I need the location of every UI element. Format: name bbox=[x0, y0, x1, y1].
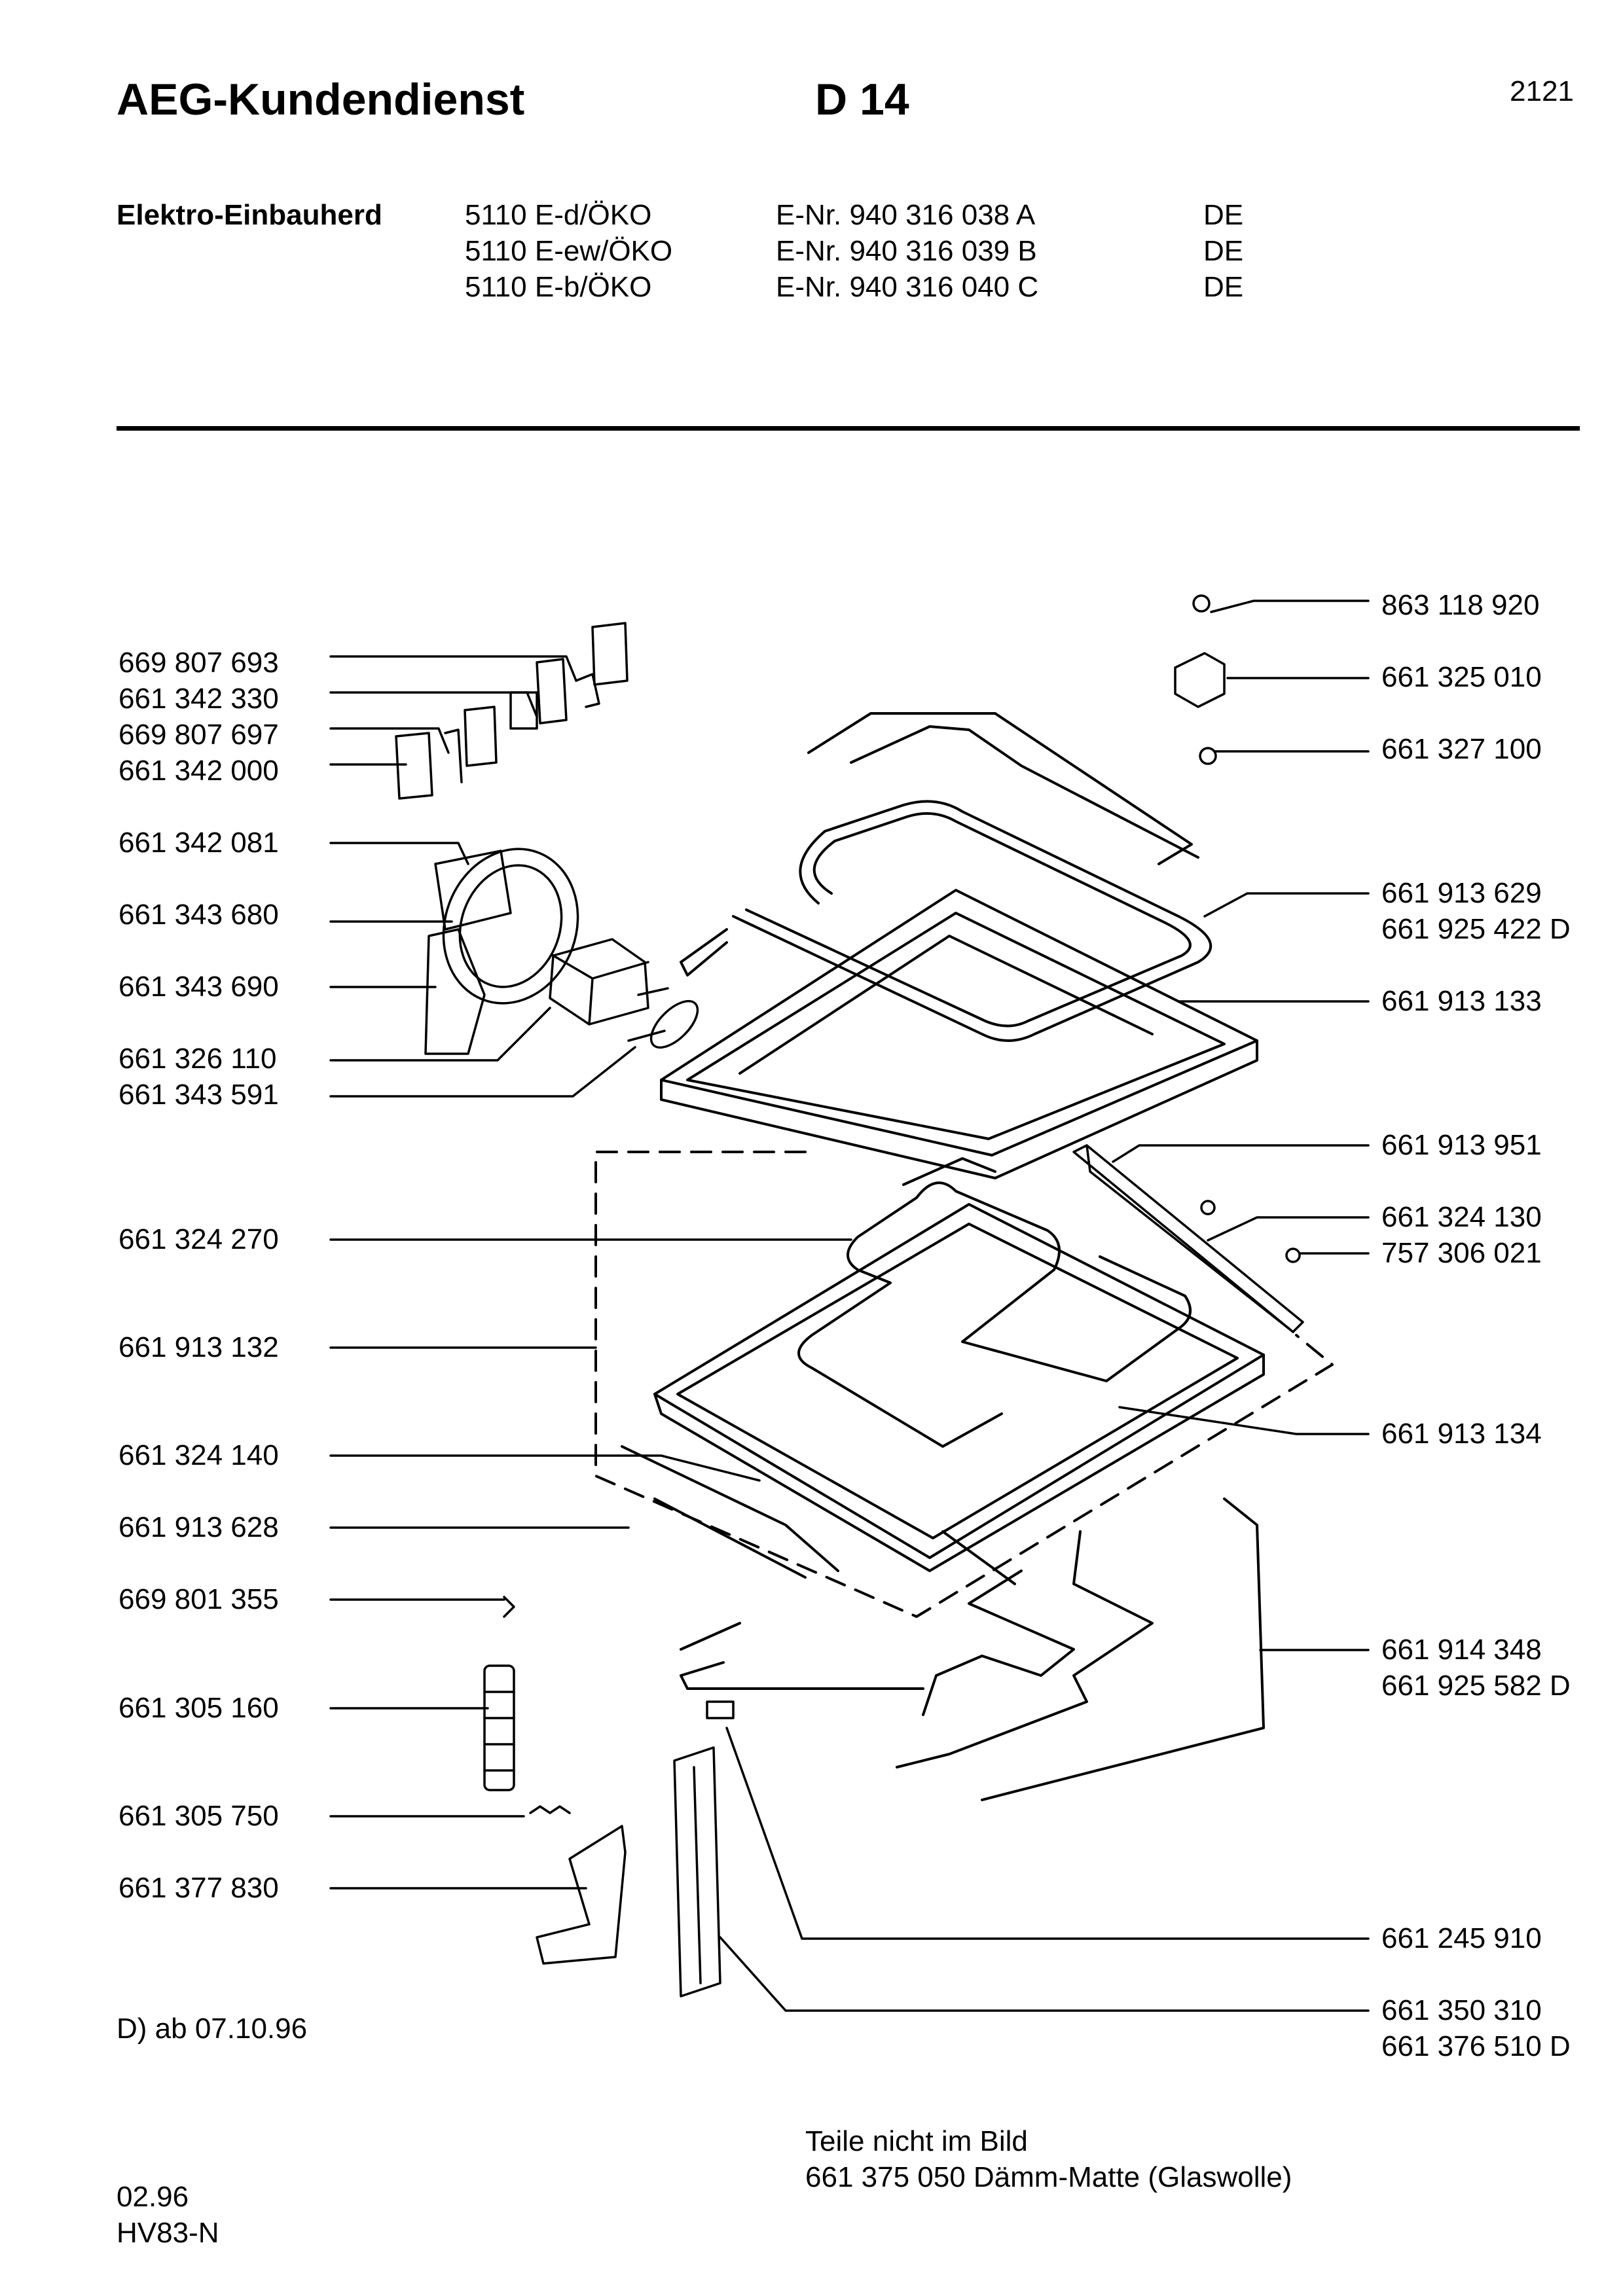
page-number: 2121 bbox=[1510, 75, 1574, 107]
not-shown-item: 661 375 050 Dämm-Matte (Glaswolle) bbox=[805, 2161, 1292, 2193]
part-label-right: 661 925 582 D bbox=[1381, 1670, 1571, 1702]
lower-oven-tray bbox=[653, 1157, 1265, 1572]
part-label-left: 661 324 140 bbox=[119, 1439, 279, 1471]
part-label-left: 661 324 270 bbox=[119, 1223, 279, 1255]
part-label-left: 661 377 830 bbox=[119, 1872, 279, 1904]
product-name: Elektro-Einbauherd bbox=[117, 199, 382, 231]
part-label-left: 661 305 160 bbox=[119, 1692, 279, 1724]
part-label-right: 661 925 422 D bbox=[1381, 913, 1571, 945]
part-label-right: 661 350 310 bbox=[1381, 1994, 1542, 2026]
part-label-left: 661 342 330 bbox=[119, 683, 279, 715]
part-label-left: 669 807 693 bbox=[119, 647, 279, 679]
part-label-right: 661 913 629 bbox=[1381, 877, 1542, 909]
part-label-left: 661 343 690 bbox=[119, 971, 279, 1003]
part-label-right: 661 324 130 bbox=[1381, 1201, 1542, 1233]
part-label-right: 661 245 910 bbox=[1381, 1922, 1542, 1954]
part-label-left: 661 305 750 bbox=[119, 1800, 279, 1832]
leader-lines-left bbox=[329, 655, 852, 1890]
part-label-left: 661 913 132 bbox=[119, 1331, 279, 1363]
brand-title: AEG-Kundendienst bbox=[117, 75, 525, 124]
document-code: D 14 bbox=[815, 75, 909, 124]
terminal-assembly bbox=[424, 848, 699, 1055]
part-label-left: 661 342 081 bbox=[119, 827, 279, 859]
part-label-right: 661 376 510 D bbox=[1381, 2030, 1571, 2062]
part-label-left: 661 913 628 bbox=[119, 1511, 279, 1543]
upper-oven-tray bbox=[660, 889, 1258, 1179]
enr-1: E-Nr. 940 316 038 A bbox=[776, 199, 1036, 231]
not-shown-heading: Teile nicht im Bild bbox=[805, 2125, 1028, 2157]
part-label-right: 661 913 134 bbox=[1381, 1418, 1542, 1450]
footer-code: HV83-N bbox=[117, 2217, 219, 2249]
part-label-left: 669 801 355 bbox=[119, 1583, 279, 1615]
part-label-left: 661 326 110 bbox=[119, 1043, 277, 1075]
leader-lines-right bbox=[719, 600, 1370, 2012]
footnote: D) ab 07.10.96 bbox=[117, 2013, 308, 2045]
country-1: DE bbox=[1203, 199, 1244, 231]
side-rail bbox=[1072, 594, 1304, 1333]
part-label-right: 863 118 920 bbox=[1381, 589, 1540, 621]
top-heating-element bbox=[680, 712, 1213, 1042]
part-label-right: 661 327 100 bbox=[1381, 733, 1542, 765]
header-divider bbox=[117, 426, 1580, 431]
country-3: DE bbox=[1203, 271, 1244, 303]
part-label-right: 661 325 010 bbox=[1381, 661, 1542, 693]
enr-3: E-Nr. 940 316 040 C bbox=[776, 271, 1039, 303]
switch-parts bbox=[395, 622, 629, 800]
enr-2: E-Nr. 940 316 039 B bbox=[776, 235, 1037, 267]
part-label-right: 661 914 348 bbox=[1381, 1634, 1542, 1666]
footer-date: 02.96 bbox=[117, 2181, 189, 2213]
bottom-heating-element bbox=[621, 1445, 1265, 1801]
model-1: 5110 E-d/ÖKO bbox=[465, 199, 652, 231]
small-parts-lower bbox=[483, 1596, 735, 1998]
model-3: 5110 E-b/ÖKO bbox=[465, 271, 652, 303]
part-label-left: 661 342 000 bbox=[119, 755, 279, 787]
part-label-left: 661 343 591 bbox=[119, 1079, 279, 1111]
country-2: DE bbox=[1203, 235, 1244, 267]
housing-outline-dashed bbox=[594, 1151, 1334, 1618]
part-label-right: 661 913 133 bbox=[1381, 985, 1542, 1017]
model-2: 5110 E-ew/ÖKO bbox=[465, 235, 673, 267]
part-label-right: 661 913 951 bbox=[1381, 1129, 1542, 1161]
part-label-left: 669 807 697 bbox=[119, 719, 279, 751]
part-label-right: 757 306 021 bbox=[1381, 1237, 1542, 1269]
part-label-left: 661 343 680 bbox=[119, 899, 279, 931]
